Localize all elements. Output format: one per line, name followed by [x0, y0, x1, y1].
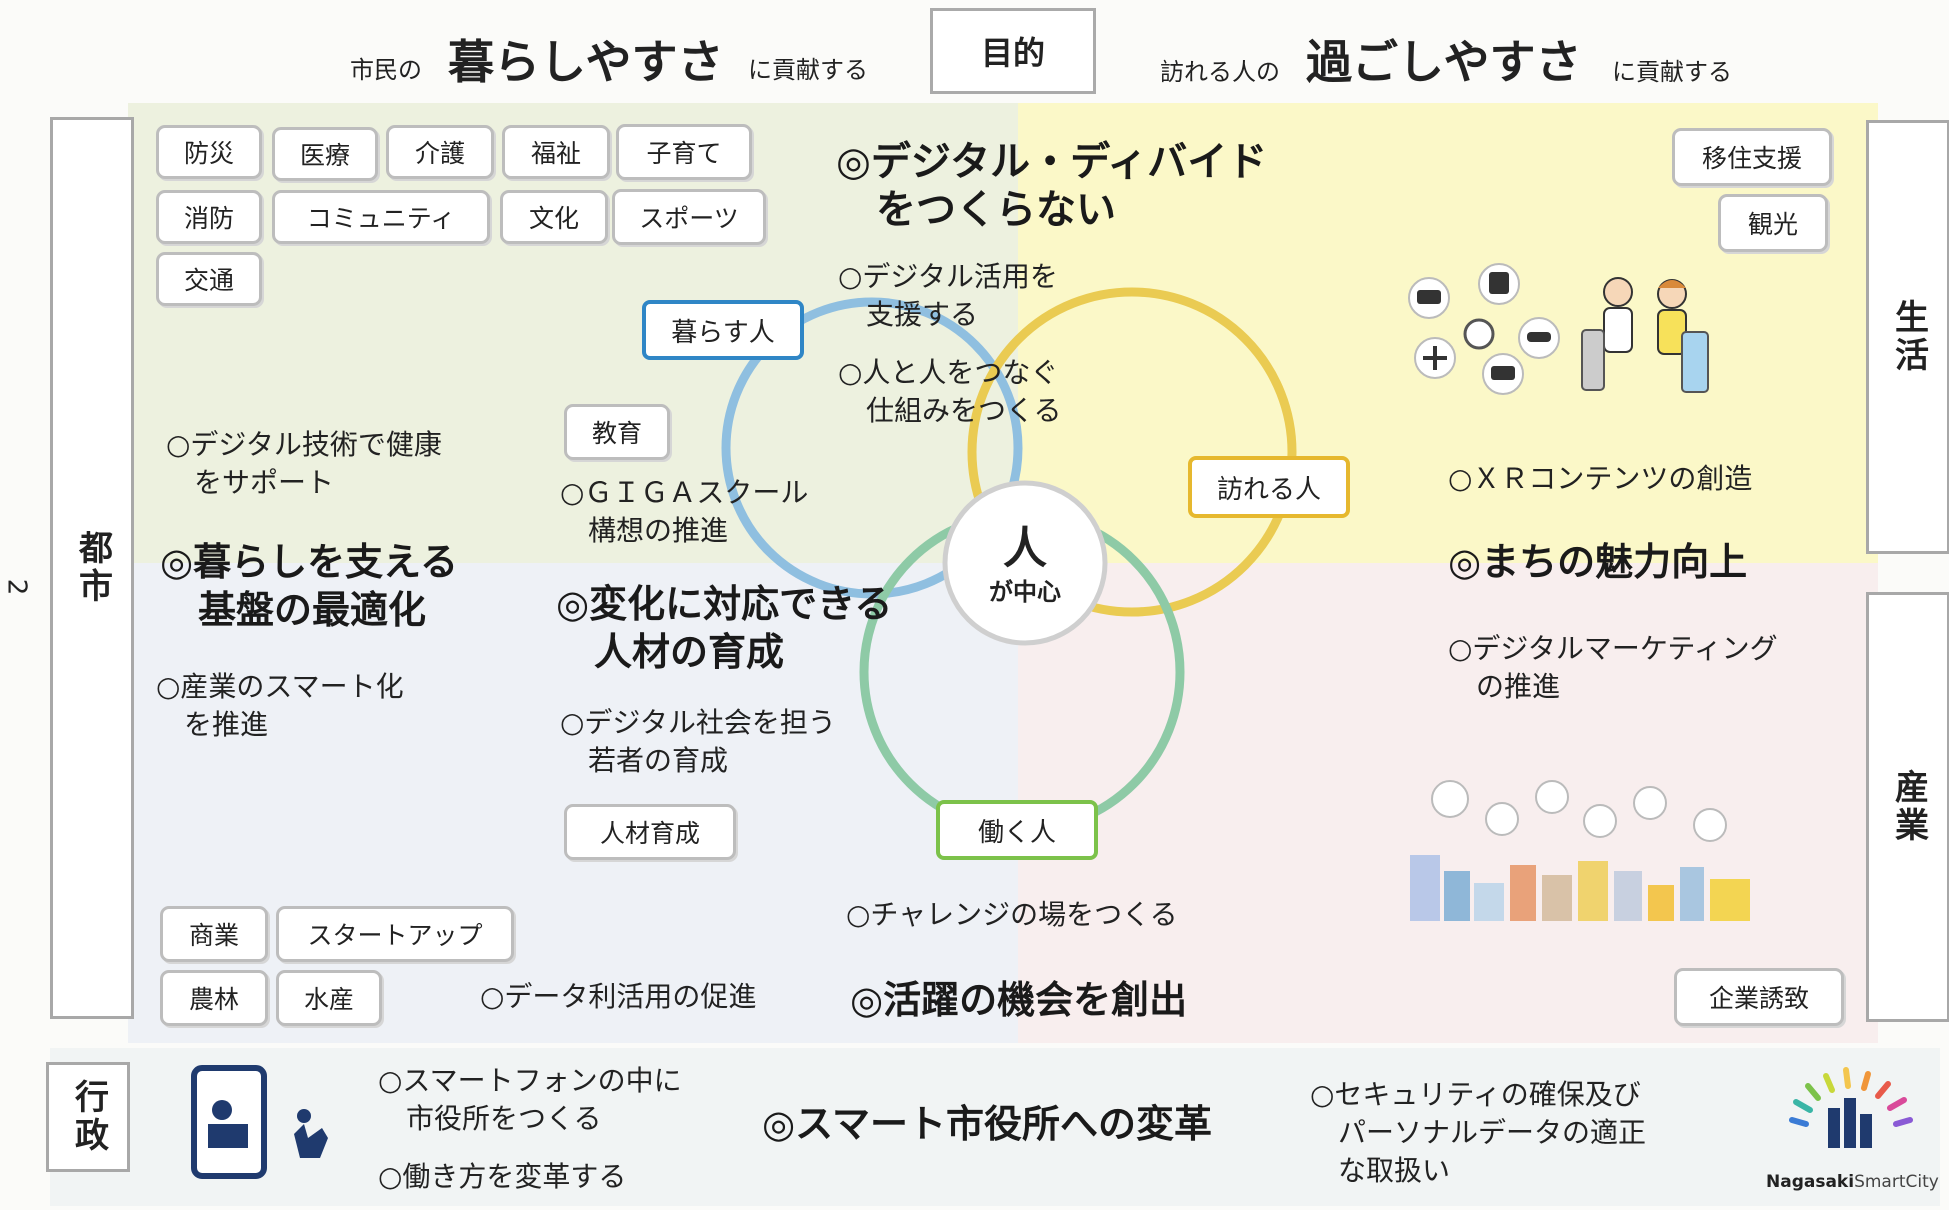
item-marketing: ○デジタルマーケティング の推進	[1448, 632, 1778, 703]
center-sublabel: が中心	[989, 578, 1061, 606]
nagasaki-smartcity-logo-icon	[1789, 1067, 1913, 1148]
tag-sports: スポーツ	[612, 189, 766, 245]
item-health: ○デジタル技術で健康 をサポート	[166, 428, 442, 499]
header-right-main: 過ごしやすさ	[1306, 35, 1582, 89]
circle-residents	[721, 297, 1023, 599]
goal-smart-cityhall: ◎スマート市役所への変革	[762, 1102, 1213, 1146]
header-left-main: 暮らしやすさ	[448, 35, 724, 89]
nagasaki-smartcity-logo-text: NagasakiSmartCity	[1766, 1172, 1939, 1192]
tag-firefighting: 消防	[156, 190, 262, 244]
center-circle	[942, 480, 1108, 646]
goal-digital-divide: ◎デジタル・ディバイド をつくらない	[836, 139, 1268, 233]
goal-infrastructure: ◎暮らしを支える 基盤の最適化	[160, 540, 459, 632]
tag-fisheries: 水産	[276, 970, 382, 1026]
item-smartphone-cityhall: ○スマートフォンの中に 市役所をつくる	[378, 1064, 682, 1135]
item-connect-people: ○人と人をつなぐ 仕組みをつくる	[838, 356, 1062, 427]
item-youth: ○デジタル社会を担う 若者の育成	[560, 706, 836, 777]
item-security: ○セキュリティの確保及び パーソナルデータの適正 な取扱い	[1310, 1078, 1647, 1187]
goal-talent: ◎変化に対応できる 人材の育成	[556, 582, 893, 674]
item-digital-support: ○デジタル活用を 支援する	[838, 260, 1058, 331]
tag-startup: スタートアップ	[276, 906, 514, 962]
tag-welfare: 福祉	[502, 125, 610, 179]
goal-opportunity: ◎活躍の機会を創出	[850, 978, 1188, 1022]
item-giga-school: ○ＧＩＧＡスクール 構想の推進	[560, 476, 809, 547]
side-label-industry: 産業	[1866, 592, 1949, 1022]
role-residents: 暮らす人	[642, 300, 804, 360]
logo-text-light: SmartCity	[1854, 1172, 1939, 1192]
role-workers: 働く人	[936, 800, 1098, 860]
item-smart-industry: ○産業のスマート化 を推進	[156, 670, 404, 741]
city-network-illustration	[1410, 780, 1750, 921]
hand-pointer-icon	[294, 1109, 328, 1158]
circle-visitors	[967, 287, 1297, 617]
travelers-illustration	[1581, 277, 1709, 393]
side-label-administration: 行政	[46, 1062, 130, 1172]
tag-disaster-prevention: 防災	[156, 125, 262, 179]
header-right-prefix: 訪れる人の	[1160, 58, 1280, 86]
tag-business-attraction: 企業誘致	[1674, 968, 1844, 1026]
item-xr: ○ＸＲコンテンツの創造	[1448, 462, 1753, 495]
goal-attractiveness: ◎まちの魅力向上	[1448, 540, 1748, 584]
header-right-suffix: に貢献する	[1612, 58, 1732, 86]
quadrant-administration	[50, 1048, 1940, 1206]
tag-relocation-support: 移住支援	[1672, 128, 1832, 186]
role-visitors: 訪れる人	[1188, 456, 1350, 518]
purpose-box: 目的	[930, 8, 1096, 94]
tag-commerce: 商業	[160, 906, 268, 962]
transport-icons	[1408, 263, 1560, 395]
center-label: 人	[1003, 523, 1047, 574]
tag-childcare: 子育て	[616, 124, 752, 180]
item-data-use: ○データ利活用の促進	[480, 980, 757, 1013]
item-challenge: ○チャレンジの場をつくる	[846, 898, 1178, 931]
tablet-cityhall-icon	[191, 1065, 267, 1179]
tag-agri-forestry: 農林	[160, 970, 268, 1026]
tag-education: 教育	[564, 404, 670, 460]
header-left-prefix: 市民の	[350, 56, 422, 84]
tag-medical: 医療	[272, 127, 378, 181]
logo-text-bold: Nagasaki	[1766, 1172, 1855, 1192]
header-left-suffix: に貢献する	[748, 56, 868, 84]
tag-nursing: 介護	[386, 125, 494, 179]
tag-community: コミュニティ	[272, 190, 490, 244]
tag-hr-development: 人材育成	[564, 804, 736, 860]
tag-transport: 交通	[156, 252, 262, 306]
tag-tourism: 観光	[1718, 194, 1828, 252]
side-label-city: 都市	[50, 117, 134, 1019]
side-label-life: 生活	[1866, 120, 1949, 554]
tag-culture: 文化	[500, 190, 608, 244]
item-work-style: ○働き方を変革する	[378, 1160, 627, 1193]
